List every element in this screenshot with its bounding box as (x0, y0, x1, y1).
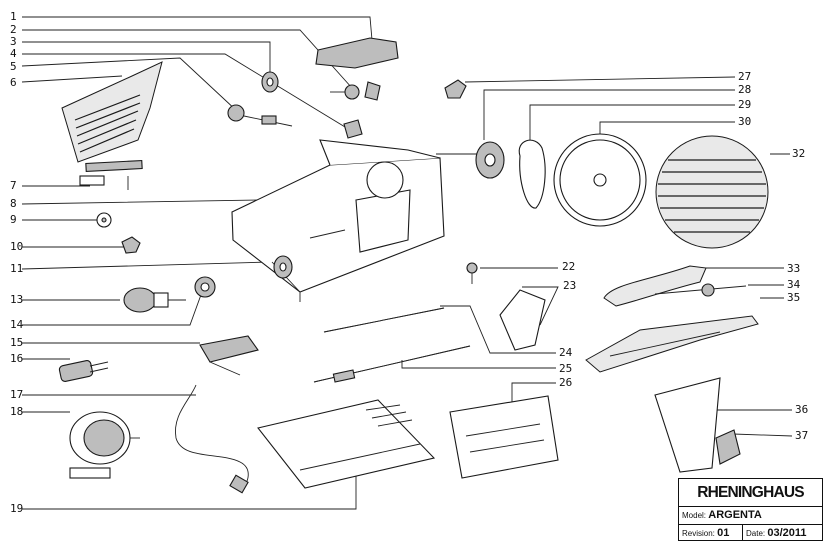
part-23-bracket (499, 289, 546, 351)
part-10-clip (121, 236, 141, 254)
callout-33: 33 (787, 262, 800, 275)
part-14-gear (194, 276, 216, 298)
part-37-foot (715, 429, 741, 465)
revision-date-row: Revision: 01 Date: 03/2011 (679, 525, 822, 541)
model-value: ARGENTA (708, 509, 762, 521)
callout-17: 17 (10, 388, 23, 401)
callout-15: 15 (10, 336, 23, 349)
callout-26: 26 (559, 376, 572, 389)
part-18-motor (69, 411, 140, 479)
part-16-capacitor (58, 360, 109, 382)
part-9-washer (96, 212, 112, 228)
revision-cell: Revision: 01 (679, 525, 743, 541)
part-30-blade (553, 133, 647, 227)
callout-27: 27 (738, 70, 751, 83)
callout-5: 5 (10, 60, 17, 73)
part-1-top-cover (315, 37, 399, 69)
part-7-clamp-bar (79, 159, 143, 190)
callout-1: 1 (10, 10, 17, 23)
callout-35: 35 (787, 291, 800, 304)
part-19-base-tray (257, 399, 436, 489)
part-6-carriage-plate (61, 61, 163, 163)
callout-16: 16 (10, 352, 23, 365)
callout-34: 34 (787, 278, 801, 291)
callout-6: 6 (10, 76, 17, 89)
callout-19: 19 (10, 502, 23, 515)
callout-4: 4 (10, 47, 17, 60)
part-24-rail-rod (323, 307, 445, 333)
callout-2: 2 (10, 23, 17, 36)
callout-29: 29 (738, 98, 751, 111)
callout-30: 30 (738, 115, 751, 128)
part-13-drive-knob (123, 287, 186, 313)
model-row: Model: ARGENTA (679, 507, 822, 525)
title-block: RHENINGHAUS Model: ARGENTA Revision: 01 … (678, 478, 823, 541)
part-34-shaft (654, 283, 747, 297)
callout-28: 28 (738, 83, 751, 96)
part-25-slide-shaft (313, 345, 471, 383)
brand-name: RHENINGHAUS (679, 479, 822, 507)
revision-label: Revision: (682, 529, 715, 538)
callout-13: 13 (10, 293, 23, 306)
part-8-main-housing (231, 139, 445, 302)
part-36-support (654, 377, 721, 473)
part-15-switch (199, 335, 259, 376)
date-cell: Date: 03/2011 (743, 525, 822, 541)
callout-37: 37 (795, 429, 808, 442)
callout-23: 23 (563, 279, 576, 292)
part-27-cap (444, 79, 467, 99)
part-26-cover-box (449, 395, 559, 479)
part-33-arm (603, 265, 707, 307)
leader-lines (21, 16, 793, 510)
callout-9: 9 (10, 213, 17, 226)
date-value: 03/2011 (767, 527, 807, 539)
part-3-bushing (261, 71, 279, 93)
part-28-blade-hub (436, 141, 505, 179)
revision-value: 01 (717, 527, 730, 539)
callout-36: 36 (795, 403, 808, 416)
part-22-small-knob (466, 262, 478, 284)
callout-22: 22 (562, 260, 575, 273)
callout-8: 8 (10, 197, 17, 210)
callout-25: 25 (559, 362, 572, 375)
callout-10: 10 (10, 240, 23, 253)
part-29-belt (518, 139, 546, 209)
part-2-knob-assembly (330, 81, 381, 101)
callout-18: 18 (10, 405, 23, 418)
date-label: Date: (746, 529, 766, 538)
part-35-tray (585, 315, 759, 373)
part-32-blade-guard (655, 135, 769, 249)
callout-14: 14 (10, 318, 24, 331)
callout-24: 24 (559, 346, 573, 359)
part-5-adjustment-knob (227, 104, 293, 127)
callout-11: 11 (10, 262, 23, 275)
callout-32: 32 (792, 147, 805, 160)
model-label: Model: (682, 511, 707, 520)
callout-7: 7 (10, 179, 17, 192)
part-17-power-cord (175, 384, 249, 494)
part-4-bracket (343, 119, 363, 139)
callout-3: 3 (10, 35, 17, 48)
